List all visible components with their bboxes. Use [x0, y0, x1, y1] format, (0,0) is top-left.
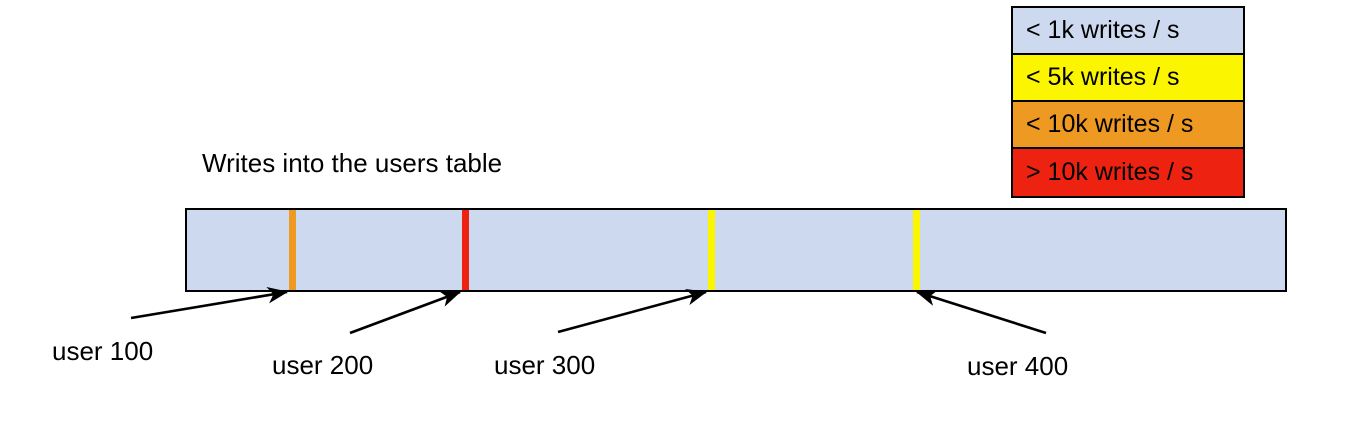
marker-user-400	[913, 210, 920, 290]
legend-label: > 10k writes / s	[1026, 158, 1194, 186]
arrow-user-300	[557, 289, 708, 334]
legend-row-under-10k: < 10k writes / s	[1013, 102, 1243, 149]
legend-label: < 5k writes / s	[1026, 63, 1180, 91]
bar-fill	[187, 210, 1285, 290]
marker-user-300	[708, 210, 715, 290]
arrow-user-400	[915, 289, 1047, 335]
legend-label: < 10k writes / s	[1026, 110, 1194, 138]
legend-row-under-1k: < 1k writes / s	[1013, 8, 1243, 55]
label-user-400: user 400	[967, 351, 1069, 381]
arrow-user-100	[130, 286, 289, 320]
marker-user-100	[289, 210, 296, 290]
label-user-100: user 100	[52, 336, 154, 366]
label-user-300: user 300	[494, 350, 596, 380]
legend-row-under-5k: < 5k writes / s	[1013, 55, 1243, 102]
marker-user-200	[462, 210, 469, 290]
users-table-bar	[185, 208, 1287, 292]
legend-label: < 1k writes / s	[1026, 16, 1180, 44]
legend: < 1k writes / s < 5k writes / s < 10k wr…	[1011, 6, 1245, 198]
legend-row-over-10k: > 10k writes / s	[1013, 149, 1243, 196]
label-user-200: user 200	[272, 350, 374, 380]
arrow-user-200	[349, 290, 462, 335]
chart-title: Writes into the users table	[202, 148, 503, 178]
